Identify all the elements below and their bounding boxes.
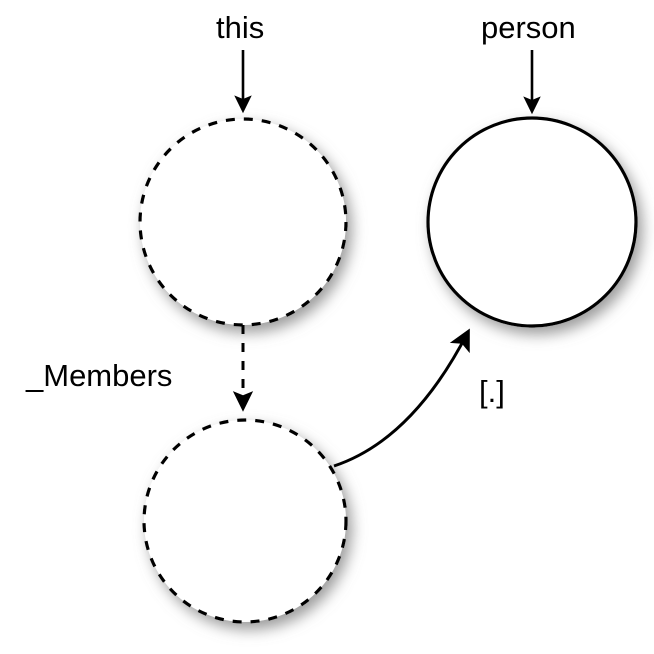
members-object-node[interactable]: [142, 418, 348, 624]
edge-group: [232, 50, 541, 468]
this-object-node[interactable]: [138, 117, 348, 327]
person-reference-arrow: [333, 328, 470, 468]
index-edge-label: [.]: [479, 374, 505, 409]
person-label: person: [481, 10, 576, 45]
node-group: [138, 116, 638, 624]
members-edge-label: _Members: [26, 358, 173, 393]
person-object-node[interactable]: [426, 116, 638, 328]
this-label: this: [216, 10, 265, 45]
